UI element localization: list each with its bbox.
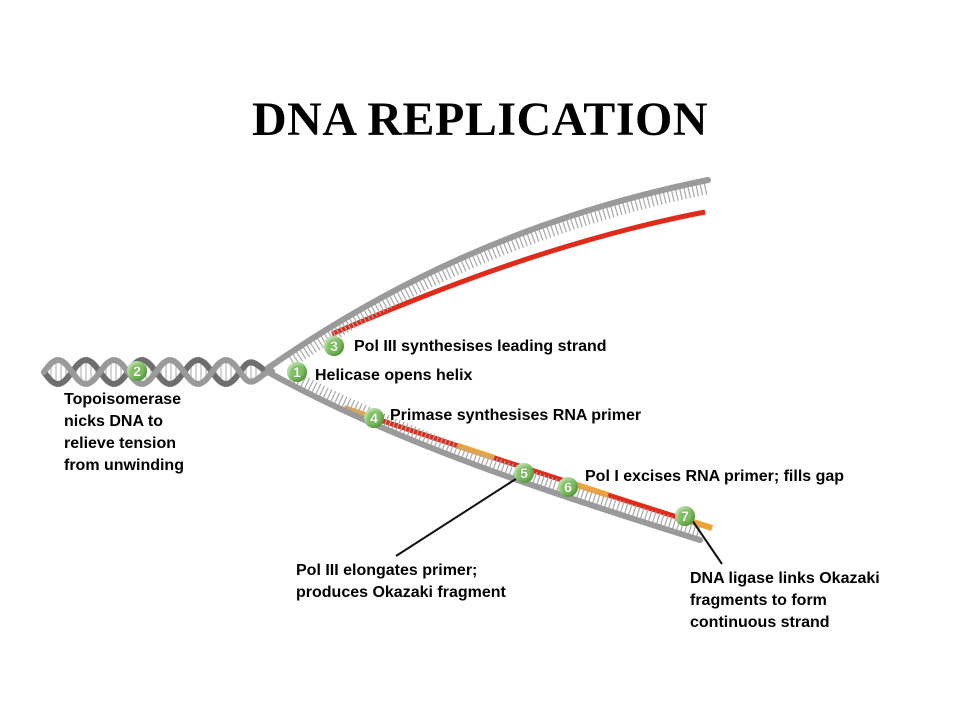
pointer-line-step-7	[691, 519, 723, 565]
step-4-label: Primase synthesises RNA primer	[390, 407, 642, 424]
step-5-label: Pol III elongates primer; produces Okaza…	[296, 562, 506, 601]
step-5-badge: 5	[514, 463, 534, 483]
lagging-arm-template-backbone	[265, 369, 703, 543]
step-1-badge: 1	[287, 362, 307, 382]
step-2-badge: 2	[127, 361, 147, 381]
helix-strand-b	[41, 356, 275, 388]
pointer-line-step-5	[395, 474, 523, 557]
lagging-strand-new-dna	[379, 417, 713, 531]
step-6-badge: 6	[558, 477, 578, 497]
step-1-label: Helicase opens helix	[315, 367, 473, 384]
parent-helix	[41, 356, 275, 388]
step-6-label: Pol I excises RNA primer; fills gap	[585, 468, 845, 485]
step-2-label: Topoisomerase nicks DNA to relieve tensi…	[64, 391, 184, 474]
step-7-badge: 7	[675, 506, 695, 526]
step-4-badge: 4	[364, 408, 384, 428]
step-7-label: DNA ligase links Okazaki fragments to fo…	[690, 570, 880, 631]
helix-strand-a	[41, 356, 275, 388]
lagging-strand-arm	[265, 369, 713, 543]
step-3-badge: 3	[324, 336, 344, 356]
leading-arm-template-backbone	[265, 177, 711, 371]
leading-strand-arm	[265, 177, 711, 371]
leading-strand-new-dna	[331, 209, 706, 337]
page-title: DNA REPLICATION	[252, 93, 708, 146]
step-3-label: Pol III synthesises leading strand	[354, 338, 607, 355]
lagging-arm-bases	[287, 370, 701, 539]
